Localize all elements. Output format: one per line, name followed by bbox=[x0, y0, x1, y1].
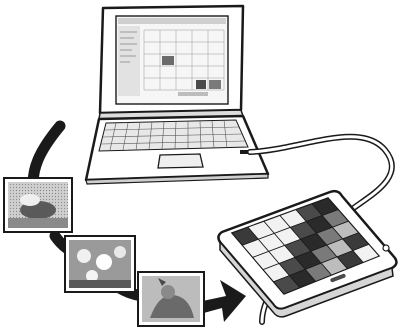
laptop-icon bbox=[86, 6, 268, 184]
photo-thumbnail-1 bbox=[4, 178, 72, 232]
touchpad bbox=[158, 154, 203, 168]
camera-icon bbox=[218, 191, 396, 317]
photo-thumbnail-2 bbox=[65, 236, 135, 292]
photo-thumbnail-3 bbox=[138, 272, 204, 326]
keyboard bbox=[99, 120, 248, 151]
photo-icon bbox=[4, 178, 204, 326]
camera-button bbox=[383, 245, 389, 251]
